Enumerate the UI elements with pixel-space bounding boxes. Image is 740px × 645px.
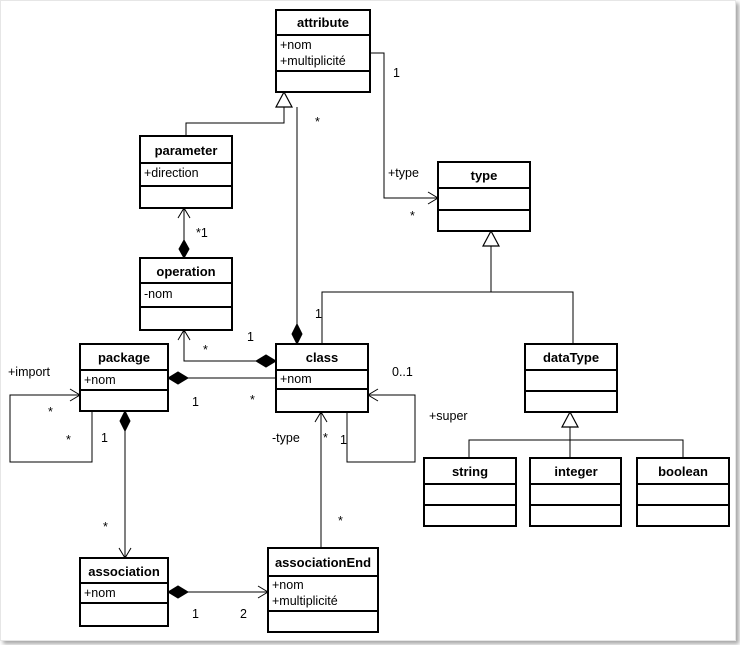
class-associationend-attr-nom: +nom — [272, 578, 304, 592]
generalization-triangle-attribute — [275, 90, 293, 108]
label-association-end-mult-b: 2 — [240, 607, 247, 621]
composition-diamond-association-associationend — [167, 585, 189, 599]
class-attribute-attr-nom: +nom — [280, 38, 312, 52]
class-package-attr-nom: +nom — [84, 373, 116, 387]
class-boolean[interactable]: boolean — [636, 457, 730, 527]
class-parameter-attr-direction: +direction — [144, 166, 199, 180]
class-attribute-name: attribute — [297, 15, 349, 30]
edge-string-datatype-generalization — [468, 439, 570, 458]
label-attribute-class-mult: * — [315, 115, 320, 129]
class-package[interactable]: package +nom — [79, 343, 169, 412]
class-type-name: type — [471, 168, 498, 183]
edge-datatype-type-generalization — [490, 246, 574, 344]
label-associationend-type-mult-class: * — [323, 431, 328, 445]
label-package-association-mult-assoc: * — [103, 520, 108, 534]
label-type-mult: * — [410, 209, 415, 223]
class-association-attr-nom: +nom — [84, 586, 116, 600]
label-attribute-type-role: +type — [388, 166, 419, 180]
edge-class-super — [346, 394, 416, 463]
label-association-end-mult-a: 1 — [192, 607, 199, 621]
label-package-association-mult-pkg: 1 — [101, 431, 108, 445]
label-class-super-mult-self: 1 — [340, 433, 347, 447]
label-attribute-type-mult: 1 — [393, 66, 400, 80]
class-string-name: string — [452, 464, 488, 479]
class-associationend-name: associationEnd — [275, 555, 371, 570]
class-associationend[interactable]: associationEnd +nom +multiplicité — [267, 547, 379, 633]
composition-diamond-package-class — [167, 371, 189, 385]
class-associationend-attr-multiplicite: +multiplicité — [272, 594, 338, 608]
class-operation-attr-nom: -nom — [144, 287, 172, 301]
class-datatype[interactable]: dataType — [524, 343, 618, 413]
label-package-import-mult-b: * — [66, 433, 71, 447]
class-attribute-attr-multiplicite: +multiplicité — [280, 54, 346, 68]
edge-attribute-type — [370, 52, 438, 199]
label-operation-class-mult-class: 1 — [247, 330, 254, 344]
label-package-class-mult-pkg: 1 — [192, 395, 199, 409]
class-class-name: class — [306, 350, 339, 365]
label-package-import-role: +import — [8, 365, 51, 379]
class-association[interactable]: association +nom — [79, 557, 169, 627]
class-datatype-name: dataType — [543, 350, 599, 365]
class-operation[interactable]: operation -nom — [139, 257, 233, 331]
label-class-super-role: +super — [429, 409, 468, 423]
class-parameter[interactable]: parameter +direction — [139, 135, 233, 209]
composition-diamond-package-association — [119, 409, 131, 433]
label-package-class-mult-class: * — [250, 393, 255, 407]
label-associationend-type-mult-end: * — [338, 514, 343, 528]
composition-diamond-class-operation — [255, 354, 277, 368]
class-integer-name: integer — [554, 464, 597, 479]
generalization-triangle-type — [482, 229, 500, 247]
edge-package-import — [9, 394, 93, 463]
generalization-triangle-datatype — [561, 410, 579, 428]
edge-class-operation — [183, 330, 256, 362]
edge-boolean-datatype-generalization — [570, 439, 684, 458]
class-integer[interactable]: integer — [529, 457, 622, 527]
label-package-import-mult-a: * — [48, 405, 53, 419]
class-association-name: association — [88, 564, 160, 579]
label-class-super-mult: 0..1 — [392, 365, 413, 379]
class-type[interactable]: type — [437, 161, 531, 232]
label-associationend-type-role: -type — [272, 431, 300, 445]
edge-parameter-attribute-generalization — [185, 107, 285, 136]
class-operation-name: operation — [156, 264, 215, 279]
class-attribute[interactable]: attribute +nom +multiplicité — [275, 9, 371, 93]
label-parameter-operation-mult: *1 — [196, 226, 208, 240]
label-operation-class-mult-op: * — [203, 343, 208, 357]
class-class-attr-nom: +nom — [280, 372, 312, 386]
edge-class-type-generalization — [321, 291, 491, 344]
composition-diamond-class-attribute — [291, 322, 303, 346]
label-class-attribute-mult: 1 — [315, 307, 322, 321]
composition-diamond-operation-parameter — [178, 238, 190, 260]
class-class[interactable]: class +nom — [275, 343, 369, 413]
class-parameter-name: parameter — [155, 143, 218, 158]
class-string[interactable]: string — [423, 457, 517, 527]
class-package-name: package — [98, 350, 150, 365]
class-boolean-name: boolean — [658, 464, 708, 479]
